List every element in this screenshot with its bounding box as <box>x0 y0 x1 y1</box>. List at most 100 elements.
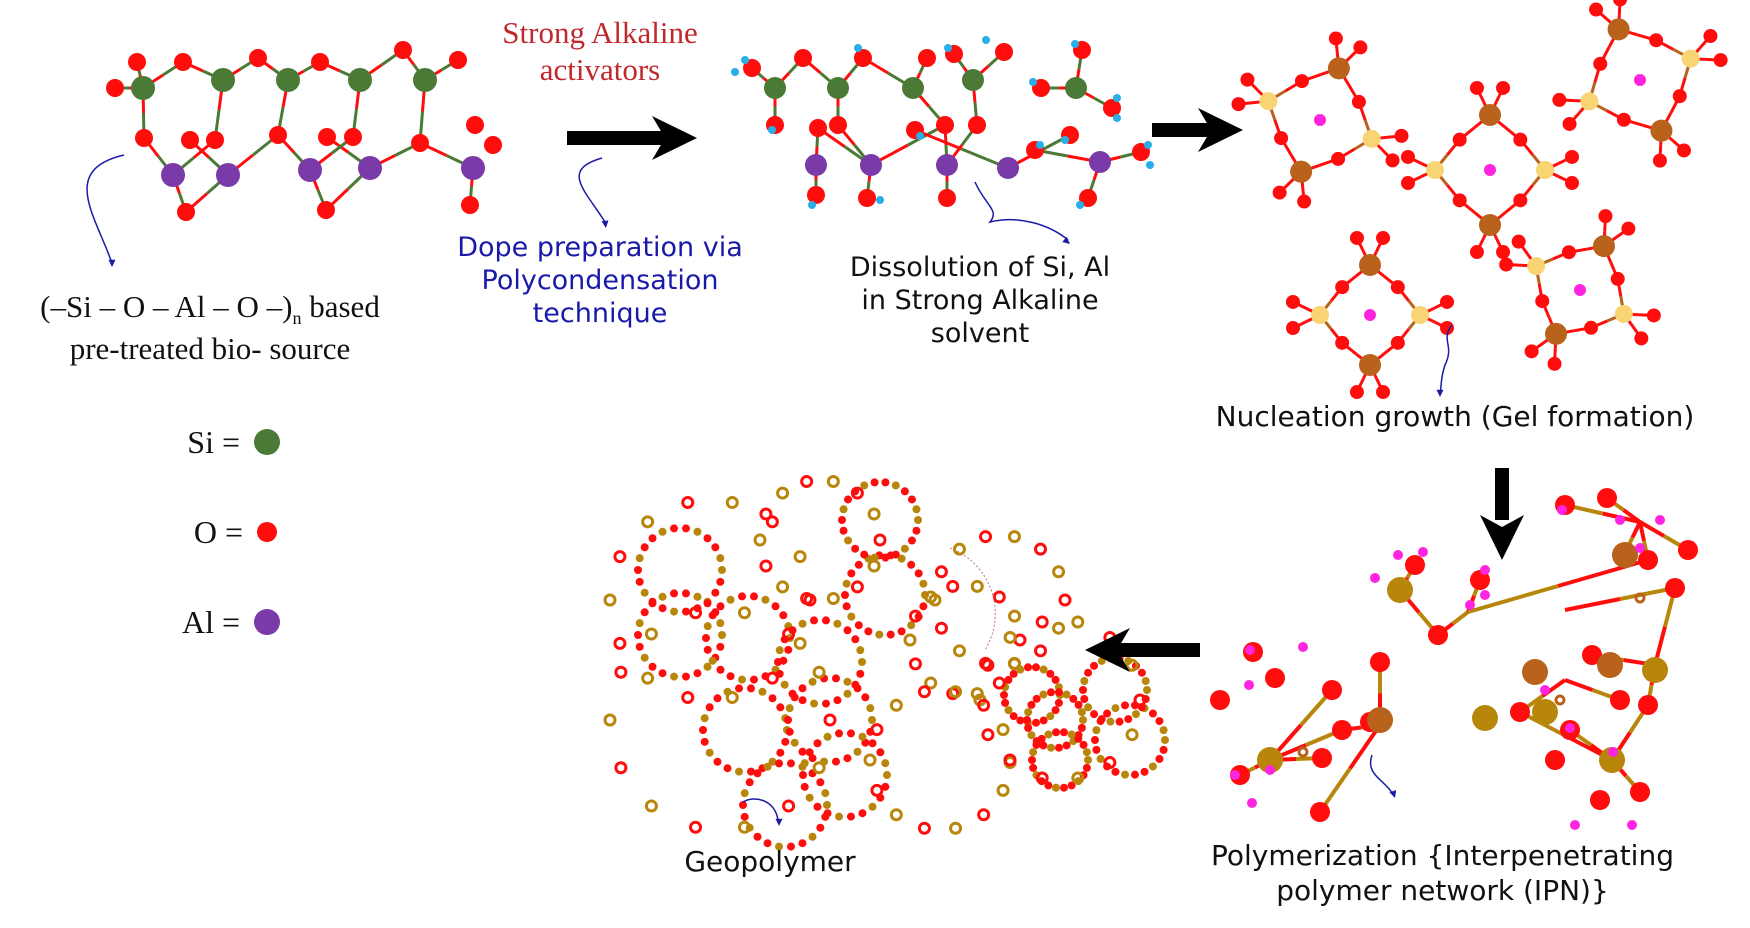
silicon-atom <box>1065 77 1087 99</box>
cage-atom <box>1092 745 1101 754</box>
oxygen-atom <box>1630 782 1650 802</box>
cage-atom <box>907 621 916 630</box>
cage-atom <box>759 507 773 521</box>
cage-atom <box>928 593 942 607</box>
cage-atom <box>823 801 831 809</box>
cage-atom <box>914 516 922 524</box>
cage-atom <box>875 630 884 639</box>
cage-atom <box>854 621 863 630</box>
oxygen-atom <box>1593 56 1608 71</box>
oxygen-atom <box>1638 550 1658 570</box>
cage-atom <box>800 591 814 605</box>
oxygen-atom <box>1440 321 1455 336</box>
hydrogen-atom <box>1036 141 1044 149</box>
cage-atom <box>725 496 739 510</box>
cage-atom <box>1052 621 1066 635</box>
cage-atom <box>868 802 877 811</box>
dissolution-line-3: solvent <box>930 317 1030 349</box>
source-molecule <box>106 41 502 221</box>
hydrogen-atom <box>1071 40 1079 48</box>
oxygen-atom <box>1621 221 1636 236</box>
cage-atom <box>833 619 842 628</box>
cage-atom <box>798 747 807 756</box>
oxygen-atom <box>1565 149 1580 164</box>
cage-atom <box>718 631 726 639</box>
cage-atom <box>708 656 717 665</box>
hydrogen-atom <box>1565 723 1575 733</box>
cage-atom <box>1079 740 1088 749</box>
oxygen-atom <box>918 49 936 67</box>
cage-atom <box>740 812 749 821</box>
aluminium-gel-atom <box>1681 49 1700 68</box>
cage-atom <box>1046 712 1055 721</box>
legend-symbol-o: O = <box>193 513 243 550</box>
source-description: pre-treated bio- source <box>69 330 351 366</box>
cage-atom <box>1069 694 1078 703</box>
cage-atom <box>759 559 773 573</box>
cage-atom <box>793 636 807 650</box>
hydrogen-atom <box>1627 820 1637 830</box>
cage-atom <box>851 635 860 644</box>
dissolution-line-2: in Strong Alkaline <box>861 284 1099 316</box>
cage-atom <box>705 748 714 757</box>
oxygen-atom <box>1565 176 1580 191</box>
cage-atom <box>1031 718 1040 727</box>
cage-atom <box>648 534 657 543</box>
oxygen-atom <box>177 203 195 221</box>
aluminium-gel-atom <box>1259 92 1278 111</box>
hydrogen-atom <box>1244 680 1254 690</box>
cage-atom <box>1097 715 1106 724</box>
aluminium-gel-atom <box>1426 161 1444 179</box>
cage-atom <box>718 566 726 574</box>
pointer-arrow-head <box>1389 790 1397 798</box>
oxygen-atom <box>1535 294 1550 309</box>
cage-atom <box>1071 771 1085 785</box>
pointer-arrow <box>578 157 606 223</box>
cage-atom <box>873 533 887 547</box>
silicon-gel-atom <box>1479 104 1501 126</box>
cage-atom <box>771 602 780 611</box>
cage-atom <box>635 642 644 651</box>
legend-symbol-si: Si = <box>187 423 240 460</box>
oxygen-atom <box>1610 690 1630 710</box>
arrow-head <box>652 116 697 160</box>
hydrogen-atom <box>731 68 739 76</box>
cage-atom <box>912 505 921 514</box>
cage-atom <box>876 748 885 757</box>
cage-atom <box>860 550 869 559</box>
cage-atom <box>897 554 906 563</box>
cage-atom <box>1027 700 1036 709</box>
bond <box>1451 610 1470 626</box>
cage-atom <box>725 690 739 704</box>
cage-atom <box>843 626 852 635</box>
oxygen-atom <box>1272 185 1287 200</box>
cation <box>1634 74 1646 86</box>
dope-line-1: Dope preparation via <box>457 232 743 263</box>
cage-atom <box>866 704 875 713</box>
cage-atom <box>1027 731 1036 740</box>
cage-atom <box>831 674 840 683</box>
cage-atom <box>949 685 963 699</box>
cage-atom <box>786 842 795 851</box>
cage-atom <box>753 832 762 841</box>
cage-atom <box>889 808 903 822</box>
cage-atom <box>1039 690 1048 699</box>
cage-atom <box>613 636 627 650</box>
cage-atom <box>613 550 627 564</box>
silicon-atom <box>131 76 155 100</box>
cage-atom <box>847 569 856 578</box>
cage-atom <box>970 579 984 593</box>
pointer-arrow-head <box>1062 236 1070 244</box>
cage-atom <box>1092 726 1101 735</box>
cage-atom <box>713 757 722 766</box>
silicon-atom <box>902 77 924 99</box>
cage-atom <box>854 560 863 569</box>
pointer-arrow <box>1439 324 1453 394</box>
cage-atom <box>1028 756 1036 764</box>
cage-atom <box>726 672 735 681</box>
cage-atom <box>774 658 782 666</box>
cage-atom <box>867 559 881 573</box>
cage-atom <box>681 589 690 598</box>
oxygen-atom <box>269 126 287 144</box>
cage-atom <box>1062 690 1071 699</box>
